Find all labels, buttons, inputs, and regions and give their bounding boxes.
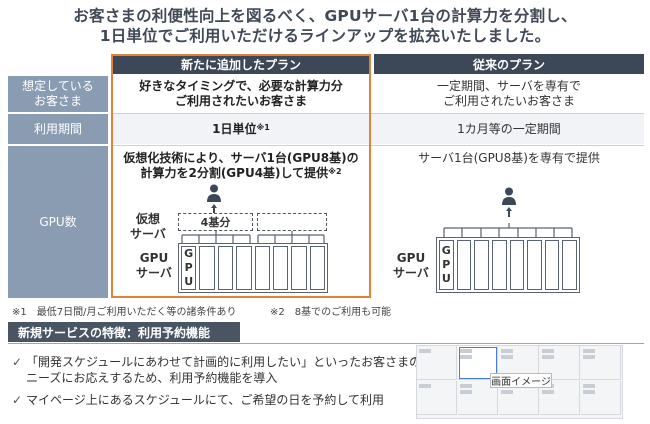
gpu-server-label-new: GPU サーバ (134, 251, 174, 281)
feature-bullet-1-line2: ニーズにお応えするため、利用予約機能を導入 (26, 371, 278, 385)
slot-letter-u: U (184, 275, 194, 288)
gpu-server-label-new-line2: サーバ (136, 266, 172, 280)
headline-line-2: 1日単位でご利用いただけるラインアップを拡充いたしました。 (99, 27, 551, 45)
arrow-up-icon (211, 204, 217, 214)
slot-letter-u: U (441, 272, 451, 285)
row-label-target-line1: 想定している (22, 79, 94, 93)
screen-image-label: 画面イメージ (490, 373, 552, 388)
gpu-slot-labeled: G P U (181, 246, 197, 290)
gpu-slot (217, 246, 234, 290)
check-icon: ✓ (12, 355, 23, 369)
gpu-slot (544, 240, 560, 290)
gpu-server-rack-new: G P U (178, 243, 328, 293)
user-icon (502, 187, 516, 205)
column-header-new-plan: 新たに追加したプラン (111, 54, 371, 74)
gpu-slot (509, 240, 525, 290)
user-icon (207, 184, 221, 202)
footnote-1: ※1 最低7日間/月ご利用いただく等の諸条件あり (12, 307, 237, 318)
gpu-slot (527, 240, 542, 290)
row-label-period: 利用期間 (8, 114, 108, 144)
gpu-slot (491, 240, 507, 290)
feature-divider (8, 343, 644, 344)
row-label-target: 想定している お客さま (8, 76, 108, 112)
slot-letter-p: P (184, 261, 193, 274)
gpu-server-label-old-line2: サーバ (393, 266, 429, 280)
gpu-server-label-old-line1: GPU (396, 251, 426, 265)
virtual-server-box-1: 4基分 (178, 213, 253, 231)
headline-line-1: お客さまの利便性向上を図るべく、GPUサーバ1台の計算力を分割し、 (73, 7, 577, 25)
check-icon: ✓ (12, 393, 23, 407)
old-plan-target-line2: ご利用されたいお客さま (442, 94, 575, 108)
footnote-ref-1: ※1 (256, 122, 270, 132)
new-plan-period-value: 1日単位 (212, 121, 257, 136)
slot-letter-p: P (442, 258, 451, 271)
comparison-table: 新たに追加したプラン 従来のプラン 想定している お客さま 利用期間 GPU数 … (8, 54, 644, 298)
footnote-2: ※2 8基でのご利用も可能 (270, 307, 392, 318)
virtual-server-box-2 (257, 213, 327, 231)
feature-bullet-2: ✓マイページ上にあるスケジュールにて、ご希望の日を予約して利用 (12, 392, 384, 408)
feature-bullet-1-line1: 「開発スケジュールにあわせて計画的に利用したい」といったお客さまの (26, 355, 422, 369)
feature-bullet-2-text: マイページ上にあるスケジュールにて、ご希望の日を予約して利用 (26, 393, 384, 407)
new-plan-gpu-line2: 計算力を2分割(GPU4基)して提供 (140, 166, 329, 180)
arrow-up-icon (506, 207, 512, 217)
new-plan-target: 好きなタイミングで、必要な計算力分 ご利用されたいお客さま (111, 76, 371, 112)
gpu-slot (199, 246, 215, 290)
row-label-target-line2: お客さま (33, 94, 82, 108)
slot-letter-g: G (441, 244, 451, 257)
new-plan-gpu-description: 仮想化技術により、サーバ1台(GPU8基)の 計算力を2分割(GPU4基)して提… (111, 151, 371, 181)
virtual-server-label-line2: サーバ (130, 227, 166, 241)
old-plan-target-line1: 一定期間、サーバを専有で (437, 79, 581, 93)
slot-letter-g: G (184, 247, 194, 260)
gpu-slot (291, 246, 307, 290)
gpu-slot (562, 240, 577, 290)
feature-section-title: 新規サービスの特徴：利用予約機能 (8, 322, 240, 342)
gpu-slot (254, 246, 270, 290)
old-plan-gpu-description: サーバ1台(GPU8基)を専有で提供 (418, 151, 600, 165)
gpu-slot (272, 246, 289, 290)
virtual-server-label: 仮想 サーバ (126, 212, 170, 242)
gpu-slot (456, 240, 472, 290)
gpu-slot-labeled: G P U (439, 240, 454, 290)
gpu-server-label-new-line1: GPU (139, 251, 169, 265)
column-header-old-plan: 従来のプラン (374, 54, 644, 74)
feature-bullet-1: ✓「開発スケジュールにあわせて計画的に利用したい」といったお客さまの ニーズにお… (12, 354, 421, 386)
rack-connector-lines (443, 223, 573, 237)
new-plan-target-line2: ご利用されたいお客さま (174, 94, 307, 108)
old-plan-target: 一定期間、サーバを専有で ご利用されたいお客さま (374, 76, 644, 112)
old-plan-period: 1カ月等の一定期間 (457, 121, 561, 136)
gpu-slot (236, 246, 252, 290)
gpu-server-label-old: GPU サーバ (391, 251, 431, 281)
footnote-ref-2: ※2 (328, 167, 342, 176)
rack-connector-lines (181, 231, 325, 243)
gpu-server-rack-old: G P U (436, 237, 580, 293)
new-plan-gpu-line1: 仮想化技術により、サーバ1台(GPU8基)の (123, 151, 359, 165)
row-label-gpu: GPU数 (8, 146, 108, 298)
gpu-slot (309, 246, 325, 290)
new-plan-target-line1: 好きなタイミングで、必要な計算力分 (139, 79, 343, 93)
gpu-slot (474, 240, 489, 290)
virtual-server-label-line1: 仮想 (135, 212, 160, 226)
new-plan-period: 1日単位※1 (111, 114, 371, 144)
